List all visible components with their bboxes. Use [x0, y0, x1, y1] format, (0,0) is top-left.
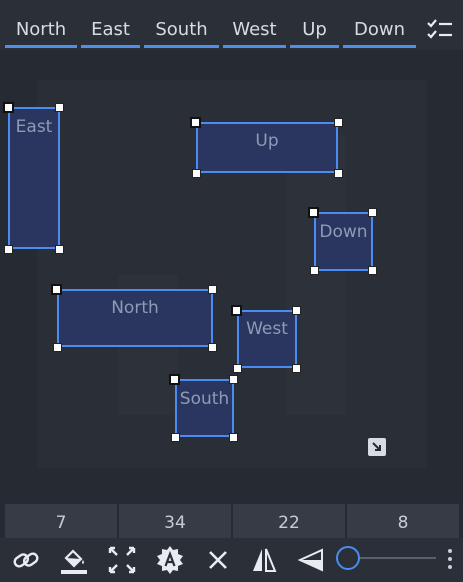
face-down-resize-handle[interactable]	[310, 266, 319, 275]
triangle-icon[interactable]	[296, 544, 328, 576]
face-up[interactable]: Up	[196, 122, 338, 173]
face-up-resize-handle[interactable]	[334, 118, 343, 127]
face-north-resize-handle[interactable]	[53, 343, 62, 352]
tab-bar: North East South West Up Down	[0, 0, 463, 50]
resize-corner-icon[interactable]	[367, 437, 387, 457]
uv-value-field[interactable]: 8	[347, 504, 459, 538]
slider-track	[348, 557, 436, 559]
fit-arrows-icon[interactable]	[106, 544, 138, 576]
face-east-resize-handle[interactable]	[55, 103, 64, 112]
link-icon[interactable]	[10, 544, 42, 576]
face-up-resize-handle[interactable]	[192, 169, 201, 178]
face-south[interactable]: South	[175, 379, 234, 437]
face-east-resize-handle[interactable]	[4, 245, 13, 254]
uv-value-field[interactable]: 22	[233, 504, 345, 538]
slider-thumb[interactable]	[336, 546, 360, 570]
face-down-anchor-handle[interactable]	[308, 207, 319, 218]
face-north-resize-handle[interactable]	[208, 343, 217, 352]
tab-south[interactable]: South	[144, 14, 219, 48]
face-west[interactable]: West	[237, 310, 297, 368]
face-north-resize-handle[interactable]	[208, 285, 217, 294]
face-north-anchor-handle[interactable]	[51, 284, 62, 295]
face-down-resize-handle[interactable]	[368, 208, 377, 217]
face-west-anchor-handle[interactable]	[231, 305, 242, 316]
checklist-icon[interactable]	[424, 14, 456, 46]
tab-west[interactable]: West	[223, 14, 286, 48]
face-west-resize-handle[interactable]	[233, 364, 242, 373]
fill-bucket-icon[interactable]	[58, 544, 90, 576]
face-north[interactable]: North	[57, 289, 213, 347]
face-south-resize-handle[interactable]	[171, 433, 180, 442]
face-south-anchor-handle[interactable]	[169, 374, 180, 385]
toolbar	[0, 538, 463, 582]
face-up-resize-handle[interactable]	[334, 169, 343, 178]
mirror-icon[interactable]	[248, 544, 280, 576]
face-up-anchor-handle[interactable]	[190, 117, 201, 128]
tab-north[interactable]: North	[5, 14, 77, 48]
face-east[interactable]: East	[8, 107, 60, 249]
auto-badge-icon[interactable]	[154, 544, 186, 576]
zoom-slider[interactable]	[334, 544, 438, 572]
face-west-resize-handle[interactable]	[292, 306, 301, 315]
tab-up[interactable]: Up	[290, 14, 339, 48]
tab-down[interactable]: Down	[343, 14, 416, 48]
face-west-resize-handle[interactable]	[292, 364, 301, 373]
uv-values-row: 7 34 22 8	[5, 504, 459, 538]
uv-value-field[interactable]: 34	[119, 504, 231, 538]
close-icon[interactable]	[202, 544, 234, 576]
uv-value-field[interactable]: 7	[5, 504, 117, 538]
face-east-resize-handle[interactable]	[55, 245, 64, 254]
face-south-resize-handle[interactable]	[229, 433, 238, 442]
tab-east[interactable]: East	[81, 14, 140, 48]
face-down-resize-handle[interactable]	[368, 266, 377, 275]
face-east-anchor-handle[interactable]	[3, 102, 14, 113]
face-down[interactable]: Down	[314, 212, 373, 271]
more-options-icon[interactable]	[444, 546, 456, 572]
face-south-resize-handle[interactable]	[229, 375, 238, 384]
